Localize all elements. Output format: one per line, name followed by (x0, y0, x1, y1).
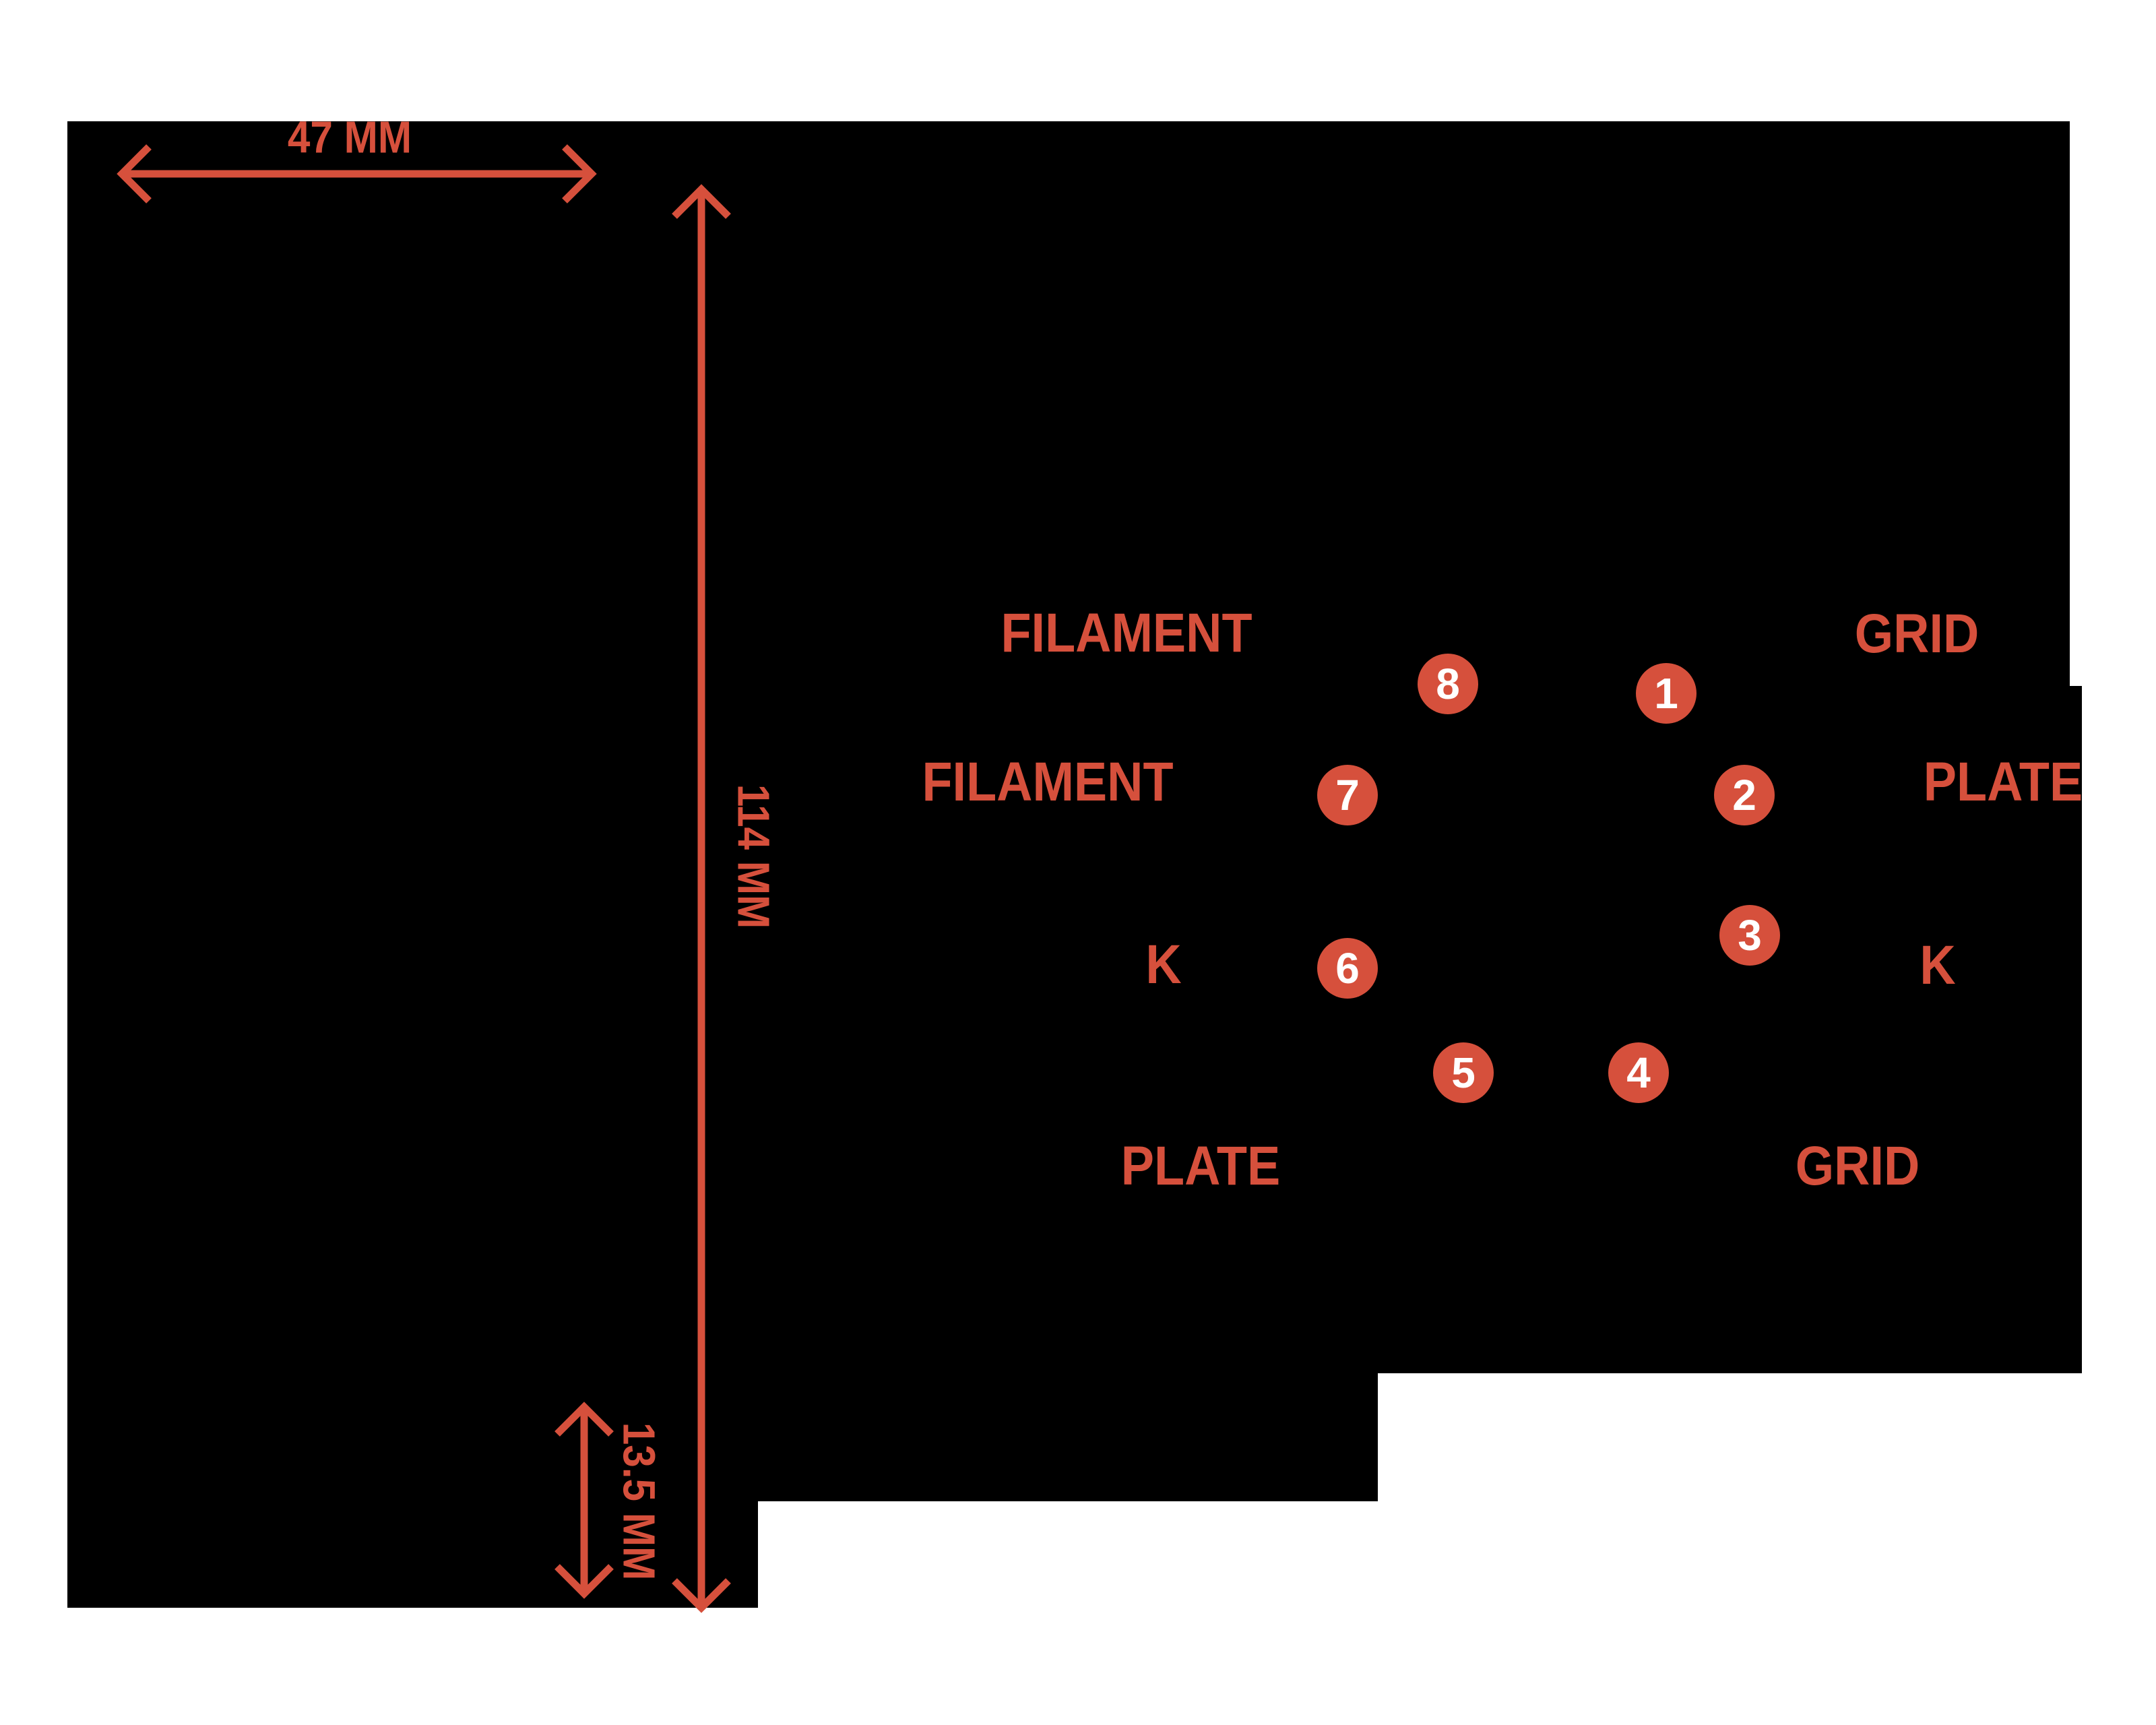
pin-label-filament-top: FILAMENT (1001, 602, 1253, 664)
height-dimension-arrow (672, 184, 731, 1613)
pin-number: 1 (1654, 669, 1678, 718)
pin-number: 2 (1732, 771, 1756, 819)
pin-marker-2: 2 (1714, 765, 1775, 825)
tube-base-region (758, 121, 1378, 1501)
pin-number: 8 (1436, 660, 1460, 708)
height-dimension-label: 114 MM (728, 784, 779, 929)
socket-diagram-region (1378, 121, 2070, 1373)
tube-outline-region (67, 121, 758, 1608)
pin-label-filament-mid: FILAMENT (922, 751, 1174, 813)
pin-marker-3: 3 (1719, 905, 1780, 966)
pin-number: 5 (1451, 1048, 1476, 1097)
pin-number: 4 (1626, 1048, 1651, 1097)
pin-label-plate-bottom: PLATE (1120, 1135, 1281, 1197)
base-dimension-label: 13.5 MM (613, 1422, 664, 1581)
pin-number: 6 (1335, 944, 1360, 993)
pin-label-plate-right: PLATE (1923, 751, 2083, 813)
pin-label-grid-bottom: GRID (1795, 1135, 1920, 1197)
pin-label-cathode-left: K (1145, 934, 1182, 995)
pin-number: 3 (1738, 911, 1762, 960)
socket-diagram-region-tab (2070, 686, 2082, 1373)
pin-label-cathode-right: K (1920, 935, 1956, 996)
width-dimension-label: 47 MM (287, 112, 412, 163)
pin-marker-6: 6 (1317, 938, 1378, 999)
base-dimension-arrow (554, 1402, 614, 1599)
pin-marker-5: 5 (1433, 1042, 1494, 1103)
pin-marker-7: 7 (1317, 765, 1378, 825)
pin-marker-1: 1 (1636, 663, 1697, 724)
width-dimension-arrow (117, 144, 597, 203)
pin-marker-8: 8 (1418, 654, 1478, 714)
pin-marker-4: 4 (1608, 1042, 1669, 1103)
pin-label-grid-top: GRID (1854, 603, 1979, 664)
pin-number: 7 (1335, 771, 1360, 819)
